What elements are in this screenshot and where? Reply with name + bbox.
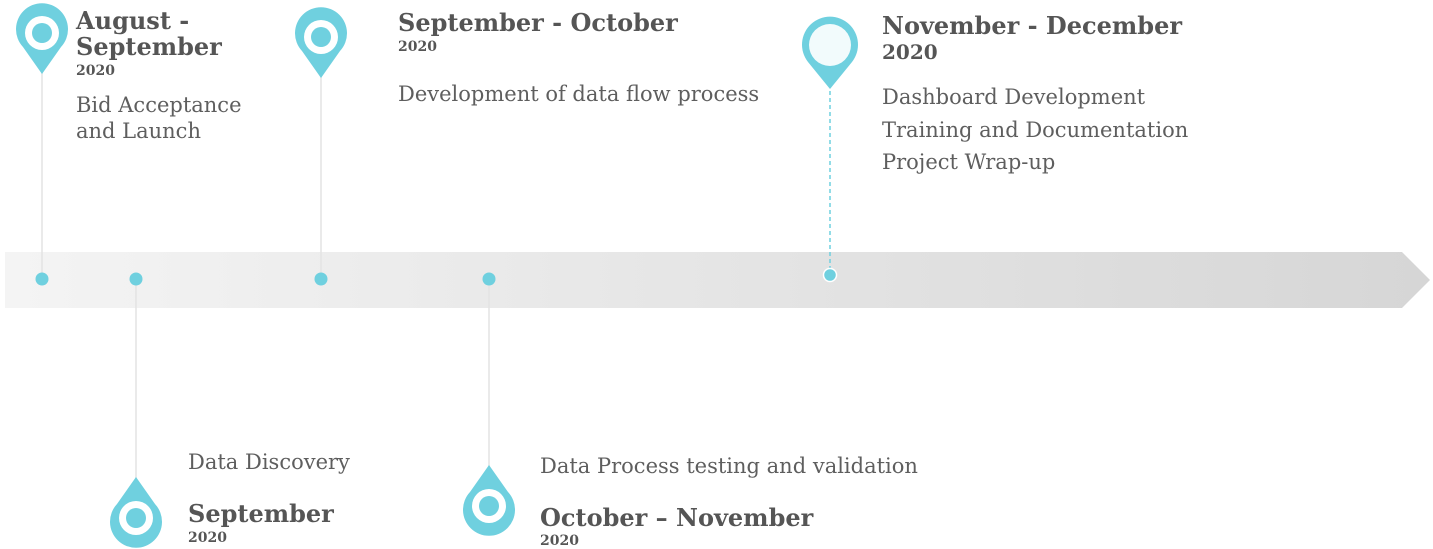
milestone-description-aug-sep: Bid Acceptance and Launch [76,92,242,144]
milestone-title-oct-nov: October – November [540,503,814,532]
milestone-description-line: Bid Acceptance [76,93,242,117]
map-pin-icon [463,465,515,536]
timeline-dot-oct-nov [482,272,496,286]
timeline-arrow [5,252,1430,308]
timeline-dot-sep-oct [314,272,328,286]
milestone-description-line: and Launch [76,119,201,143]
timeline-dot-aug-sep [35,272,49,286]
milestone-description-oct-nov: Data Process testing and validation [540,454,918,478]
map-pin-icon [16,3,69,75]
milestone-title-line: August - [76,6,190,35]
milestone-title-sep-oct: September - October [398,8,678,37]
timeline-dot-nov-dec [822,267,838,283]
map-pin-icon [802,16,859,90]
milestone-year-oct-nov: 2020 [540,533,579,549]
map-pin-icon [294,7,347,78]
milestone-items-nov-dec: Dashboard Development Training and Docum… [882,81,1188,179]
milestone-year-sep-oct: 2020 [398,39,437,55]
timeline-dot-sep [129,272,143,286]
milestone-description-sep: Data Discovery [188,450,350,474]
milestone-title-line: September [76,32,222,61]
milestone-title-nov-dec: November - December [882,11,1182,40]
milestone-year-aug-sep: 2020 [76,63,115,79]
milestone-title-sep: September [188,499,334,528]
milestone-year-nov-dec: 2020 [882,40,938,64]
milestone-item: Training and Documentation [882,117,1189,142]
milestone-title-aug-sep: August - September [76,8,222,60]
milestone-year-sep: 2020 [188,530,227,546]
milestone-description-sep-oct: Development of data flow process [398,82,760,106]
milestone-item: Dashboard Development [882,85,1146,109]
milestone-item: Project Wrap-up [882,150,1056,174]
map-pin-icon [109,477,162,548]
